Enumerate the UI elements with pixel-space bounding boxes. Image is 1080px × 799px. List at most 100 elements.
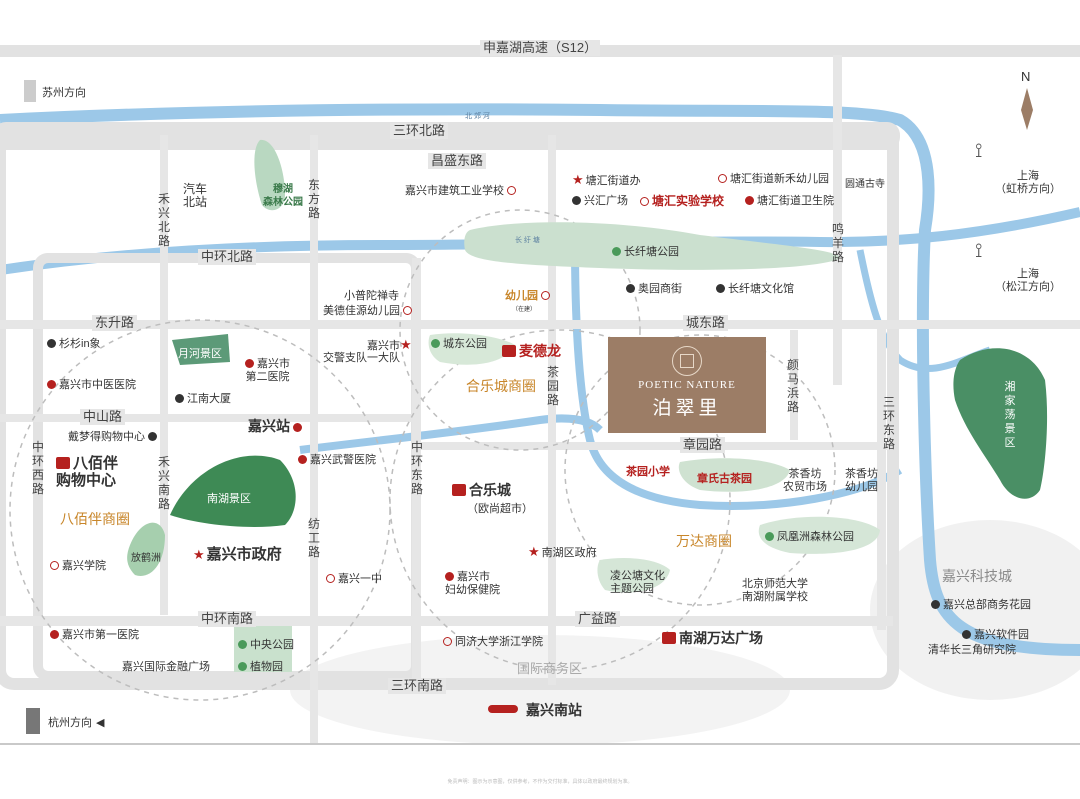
school-icon xyxy=(326,574,335,583)
hospital-icon xyxy=(298,455,307,464)
tech-zone-area xyxy=(870,520,1080,700)
star-icon: ★ xyxy=(572,172,584,187)
poi-jiangnan-label: 江南大厦 xyxy=(187,393,231,405)
poi-xinghui: 兴汇广场 xyxy=(572,195,628,208)
poi-kindergarten-label: 幼儿园 xyxy=(505,290,538,302)
poi-kindergarten-sub: （在建） xyxy=(512,307,537,313)
star-icon: ★ xyxy=(400,337,412,352)
poi-changxu-culture: 长纤塘文化馆 xyxy=(716,283,794,296)
school-icon xyxy=(507,186,516,195)
road-guangyi: 广益路 xyxy=(575,611,621,627)
building-icon xyxy=(175,394,184,403)
poi-tongji: 同济大学浙江学院 xyxy=(443,636,543,649)
poi-tongji-label: 同济大学浙江学院 xyxy=(455,636,543,648)
school-icon xyxy=(718,174,727,183)
road-ring-mid-east: 中环东路 xyxy=(410,440,423,496)
poi-mcdonald-label: 麦德龙 xyxy=(519,343,561,359)
poi-meidejia: 美德佳源幼儿园 xyxy=(323,305,415,318)
poi-meidejia-label: 美德佳源幼儿园 xyxy=(323,305,400,317)
park-fenghuang-label: 凤凰洲森林公园 xyxy=(777,531,854,543)
poi-changxu-culture-label: 长纤塘文化馆 xyxy=(728,283,794,295)
poi-first-hospital: 嘉兴市第一医院 xyxy=(50,629,139,642)
poi-dream-center-label: 戴梦得购物中心 xyxy=(68,431,145,443)
project-name-en: POETIC NATURE xyxy=(638,379,736,391)
north-label: N xyxy=(1021,69,1031,84)
poi-chaxiang-market: 茶香坊 农贸市场 xyxy=(783,468,827,493)
road-ring3-east: 三环东路 xyxy=(882,395,895,451)
poi-building-school-label: 嘉兴市建筑工业学校 xyxy=(405,185,504,197)
road-hexing-south: 禾兴南路 xyxy=(157,455,170,511)
shopping-icon xyxy=(452,484,466,496)
building-icon xyxy=(931,600,940,609)
train-icon xyxy=(293,423,302,432)
hongqiao-label: （虹桥方向） xyxy=(995,183,1061,195)
shanghai-tower-icon-2: ⟟ xyxy=(975,240,983,262)
poi-babeiban-mall: 八佰伴 购物中心 xyxy=(56,455,118,489)
green-areas xyxy=(127,139,1048,672)
poi-no1-middle-label: 嘉兴一中 xyxy=(338,573,382,585)
train-icon xyxy=(488,705,518,713)
park-chengdong-label: 城东公园 xyxy=(443,338,487,350)
south-canal xyxy=(299,414,603,454)
poi-chayuan-school: 茶园小学 xyxy=(626,466,670,478)
park-icon xyxy=(431,339,440,348)
poi-tanghui-school-label: 塘汇实验学校 xyxy=(652,194,725,208)
road-grid xyxy=(0,55,1080,745)
poi-babeiban-mall-label: 八佰伴 购物中心 xyxy=(56,455,119,489)
poi-chaxiang-kinder: 茶香坊 幼儿园 xyxy=(845,468,878,493)
poi-tcm-hospital-label: 嘉兴市中医医院 xyxy=(59,379,136,391)
poi-finance-plaza: 嘉兴国际金融广场 xyxy=(122,661,210,673)
road-zhongshan: 中山路 xyxy=(80,409,126,425)
park-icon xyxy=(238,640,247,649)
poi-nanhu-gov-label: 南湖区政府 xyxy=(541,547,597,559)
road-changsheng: 昌盛东路 xyxy=(428,153,487,169)
school-icon xyxy=(403,306,412,315)
poi-jiangnan: 江南大厦 xyxy=(175,393,231,406)
hospital-icon xyxy=(245,359,254,368)
park-xiangjia: 湘家荡景区 xyxy=(1004,381,1016,449)
road-ring-mid-west: 中环西路 xyxy=(31,440,44,496)
star-icon: ★ xyxy=(193,547,205,562)
road-ring3-north: 三环北路 xyxy=(390,123,449,139)
road-ring-mid-south: 中环南路 xyxy=(198,611,257,627)
poi-ouchang: （欧尚超市） xyxy=(467,503,533,515)
poi-jiaxing-city-label: 嘉兴市 xyxy=(367,340,400,352)
poi-aoyuan: 奥园商街 xyxy=(626,283,682,296)
park-chengdong: 城东公园 xyxy=(431,338,487,351)
poi-hq-garden-label: 嘉兴总部商务花园 xyxy=(943,599,1031,611)
poi-gov: ★嘉兴市政府 xyxy=(193,547,282,562)
road-yanmabang: 颜马浜路 xyxy=(786,358,799,414)
poi-wanda-plaza: 南湖万达广场 xyxy=(662,631,763,645)
shanghai-1-label: 上海 xyxy=(1017,170,1039,182)
poi-tanghui-kinder-label: 塘汇街道新禾幼儿园 xyxy=(730,173,829,185)
hospital-icon xyxy=(445,572,454,581)
road-hexing-north: 禾兴北路 xyxy=(157,192,170,248)
road-fangong: 纺工路 xyxy=(307,517,320,559)
mall-dot-icon xyxy=(47,339,56,348)
road-dongsheng: 东升路 xyxy=(92,315,138,331)
beijiao-river xyxy=(0,103,1080,656)
poi-nanhu-gov: ★南湖区政府 xyxy=(528,545,597,560)
direction-hangzhou: 杭州方向◀ xyxy=(26,708,104,734)
suzhou-label: 苏州方向 xyxy=(42,87,86,99)
poi-tcm-hospital: 嘉兴市中医医院 xyxy=(47,379,136,392)
poi-shanshan: 杉杉in象 xyxy=(47,338,101,351)
hospital-icon xyxy=(47,380,56,389)
road-ring-mid-north: 中环北路 xyxy=(198,249,257,265)
road-minyang: 鸣羊路 xyxy=(831,222,844,264)
poi-maternal-label: 嘉兴市 妇幼保健院 xyxy=(445,571,500,596)
building-icon xyxy=(962,630,971,639)
poi-south-station: 嘉兴南站 xyxy=(488,703,582,717)
poi-no1-middle: 嘉兴一中 xyxy=(326,573,382,586)
park-icon xyxy=(765,532,774,541)
school-icon xyxy=(443,637,452,646)
mall-dot-icon xyxy=(148,432,157,441)
park-zhiwu: 植物园 xyxy=(238,661,283,674)
poi-hospital2: 嘉兴市 第二医院 xyxy=(245,358,290,384)
park-zhiwu-label: 植物园 xyxy=(250,661,283,673)
shopping-icon xyxy=(56,457,70,469)
poi-yuantong: 圆通古寺 xyxy=(845,179,885,190)
star-icon: ★ xyxy=(528,544,540,559)
poi-zhangshi-tea: 章氏古茶园 xyxy=(697,473,752,485)
